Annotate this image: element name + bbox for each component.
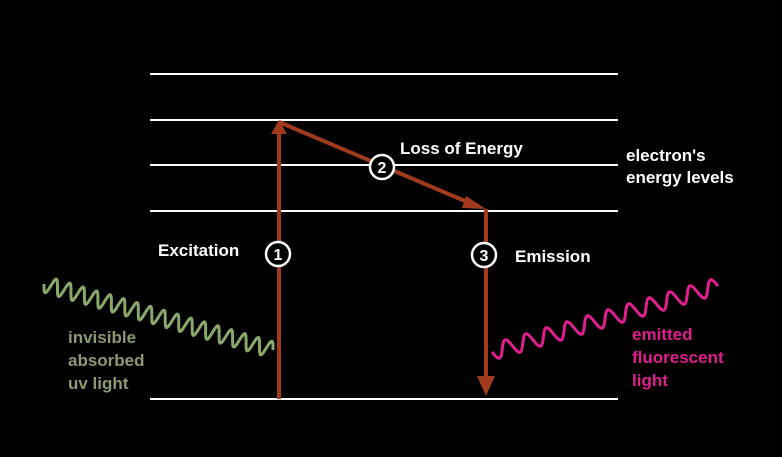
emitted-light-wave bbox=[490, 278, 720, 360]
emitted-light-label-line-2: fluorescent bbox=[632, 348, 724, 367]
emission-label: Emission bbox=[515, 247, 591, 266]
emitted-light-label-line-1: emitted bbox=[632, 325, 692, 344]
svg-text:3: 3 bbox=[480, 248, 489, 265]
energy-levels-label-line-2: energy levels bbox=[626, 168, 734, 187]
energy-levels-label-line-1: electron's bbox=[626, 146, 706, 165]
excitation-label: Excitation bbox=[158, 241, 239, 260]
step-1-circle: 1 bbox=[264, 240, 292, 268]
emission-arrow bbox=[477, 209, 495, 396]
emitted-light-label-line-3: light bbox=[632, 371, 668, 390]
absorbed-light-label-line-1: invisible bbox=[68, 328, 136, 347]
step-3-circle: 3 bbox=[470, 241, 498, 269]
absorbed-light-label-line-2: absorbed bbox=[68, 351, 145, 370]
svg-text:1: 1 bbox=[274, 247, 283, 264]
svg-text:2: 2 bbox=[378, 160, 387, 177]
loss-of-energy-label: Loss of Energy bbox=[400, 139, 523, 158]
absorbed-light-label-line-3: uv light bbox=[68, 374, 129, 393]
step-2-circle: 2 bbox=[368, 153, 396, 181]
absorbed-uv-wave bbox=[42, 277, 275, 357]
